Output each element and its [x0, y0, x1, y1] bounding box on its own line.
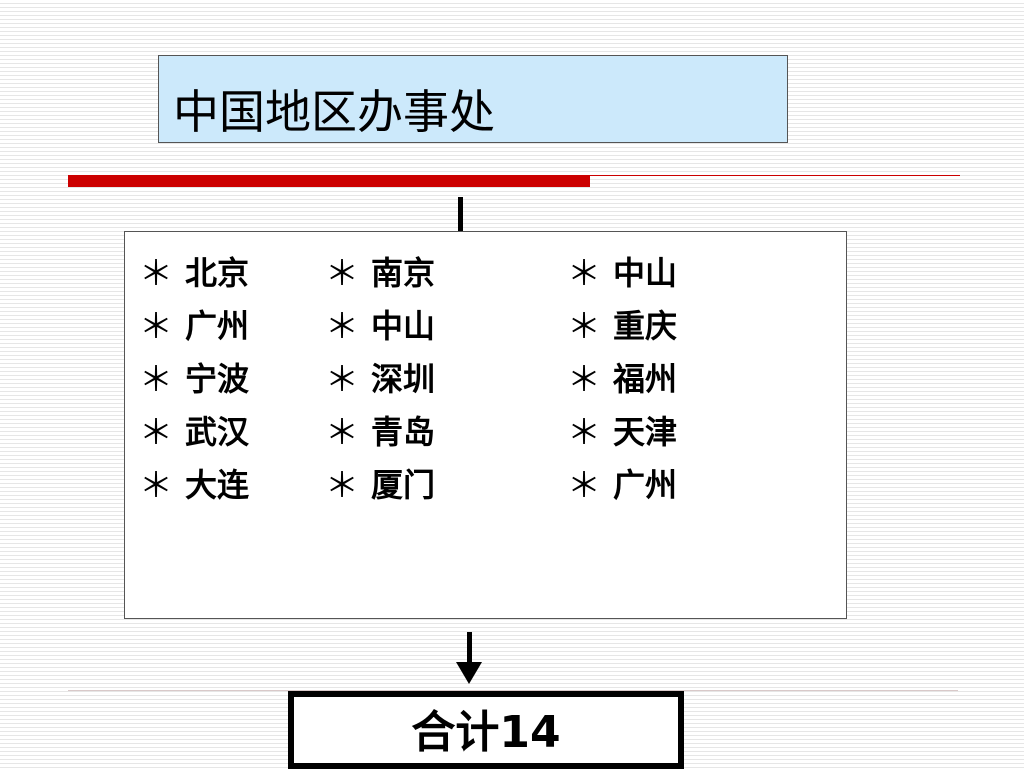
city-label: 中山 — [613, 253, 678, 292]
bottom-divider-line — [68, 690, 958, 691]
list-item: ＊ 中山 — [325, 297, 435, 350]
asterisk-icon: ＊ — [567, 413, 601, 453]
asterisk-icon: ＊ — [567, 254, 601, 294]
city-label: 北京 — [185, 253, 250, 292]
asterisk-icon: ＊ — [325, 466, 359, 506]
total-label: 合计14 — [411, 707, 561, 758]
city-label: 南京 — [371, 253, 436, 292]
red-divider-line — [590, 175, 960, 176]
asterisk-icon: ＊ — [325, 254, 359, 294]
office-column-1: ＊ 北京 ＊ 广州 ＊ 宁波 ＊ 武汉 ＊ 大连 — [139, 244, 249, 509]
asterisk-icon: ＊ — [139, 307, 173, 347]
list-item: ＊ 南京 — [325, 244, 435, 297]
list-item: ＊ 广州 — [567, 456, 677, 509]
city-label: 重庆 — [613, 306, 678, 345]
list-item: ＊ 重庆 — [567, 297, 677, 350]
city-label: 中山 — [371, 306, 436, 345]
asterisk-icon: ＊ — [139, 254, 173, 294]
title-box: 中国地区办事处 — [158, 55, 788, 143]
city-label: 青岛 — [371, 412, 436, 451]
list-item: ＊ 武汉 — [139, 403, 249, 456]
list-item: ＊ 宁波 — [139, 350, 249, 403]
asterisk-icon: ＊ — [567, 307, 601, 347]
city-label: 大连 — [185, 465, 250, 504]
asterisk-icon: ＊ — [567, 360, 601, 400]
city-label: 福州 — [613, 359, 678, 398]
red-divider-bar — [68, 175, 590, 187]
list-item: ＊ 北京 — [139, 244, 249, 297]
office-column-3: ＊ 中山 ＊ 重庆 ＊ 福州 ＊ 天津 ＊ 广州 — [567, 244, 677, 509]
list-item: ＊ 大连 — [139, 456, 249, 509]
city-label: 深圳 — [371, 359, 436, 398]
office-list-box: ＊北京 ＊广州 ＊宁波 ＊武汉 ＊大连 ＊南京 ＊中山 ＊深圳 ＊青岛 ＊厦门 … — [124, 231, 847, 619]
asterisk-icon: ＊ — [139, 466, 173, 506]
list-item: ＊ 深圳 — [325, 350, 435, 403]
list-item: ＊ 天津 — [567, 403, 677, 456]
list-item: ＊ 广州 — [139, 297, 249, 350]
asterisk-icon: ＊ — [325, 307, 359, 347]
asterisk-icon: ＊ — [139, 360, 173, 400]
total-box: 合计14 — [288, 691, 684, 769]
asterisk-icon: ＊ — [325, 413, 359, 453]
city-label: 广州 — [613, 465, 678, 504]
city-label: 广州 — [185, 306, 250, 345]
asterisk-icon: ＊ — [139, 413, 173, 453]
list-item: ＊ 福州 — [567, 350, 677, 403]
asterisk-icon: ＊ — [325, 360, 359, 400]
slide-title: 中国地区办事处 — [173, 85, 495, 139]
city-label: 宁波 — [185, 359, 250, 398]
list-item: ＊ 厦门 — [325, 456, 435, 509]
city-label: 天津 — [613, 412, 678, 451]
arrow-down-icon — [456, 632, 482, 684]
city-label: 厦门 — [371, 465, 436, 504]
list-item: ＊ 青岛 — [325, 403, 435, 456]
list-item: ＊ 中山 — [567, 244, 677, 297]
asterisk-icon: ＊ — [567, 466, 601, 506]
city-label: 武汉 — [185, 412, 250, 451]
office-column-2: ＊ 南京 ＊ 中山 ＊ 深圳 ＊ 青岛 ＊ 厦门 — [325, 244, 435, 509]
